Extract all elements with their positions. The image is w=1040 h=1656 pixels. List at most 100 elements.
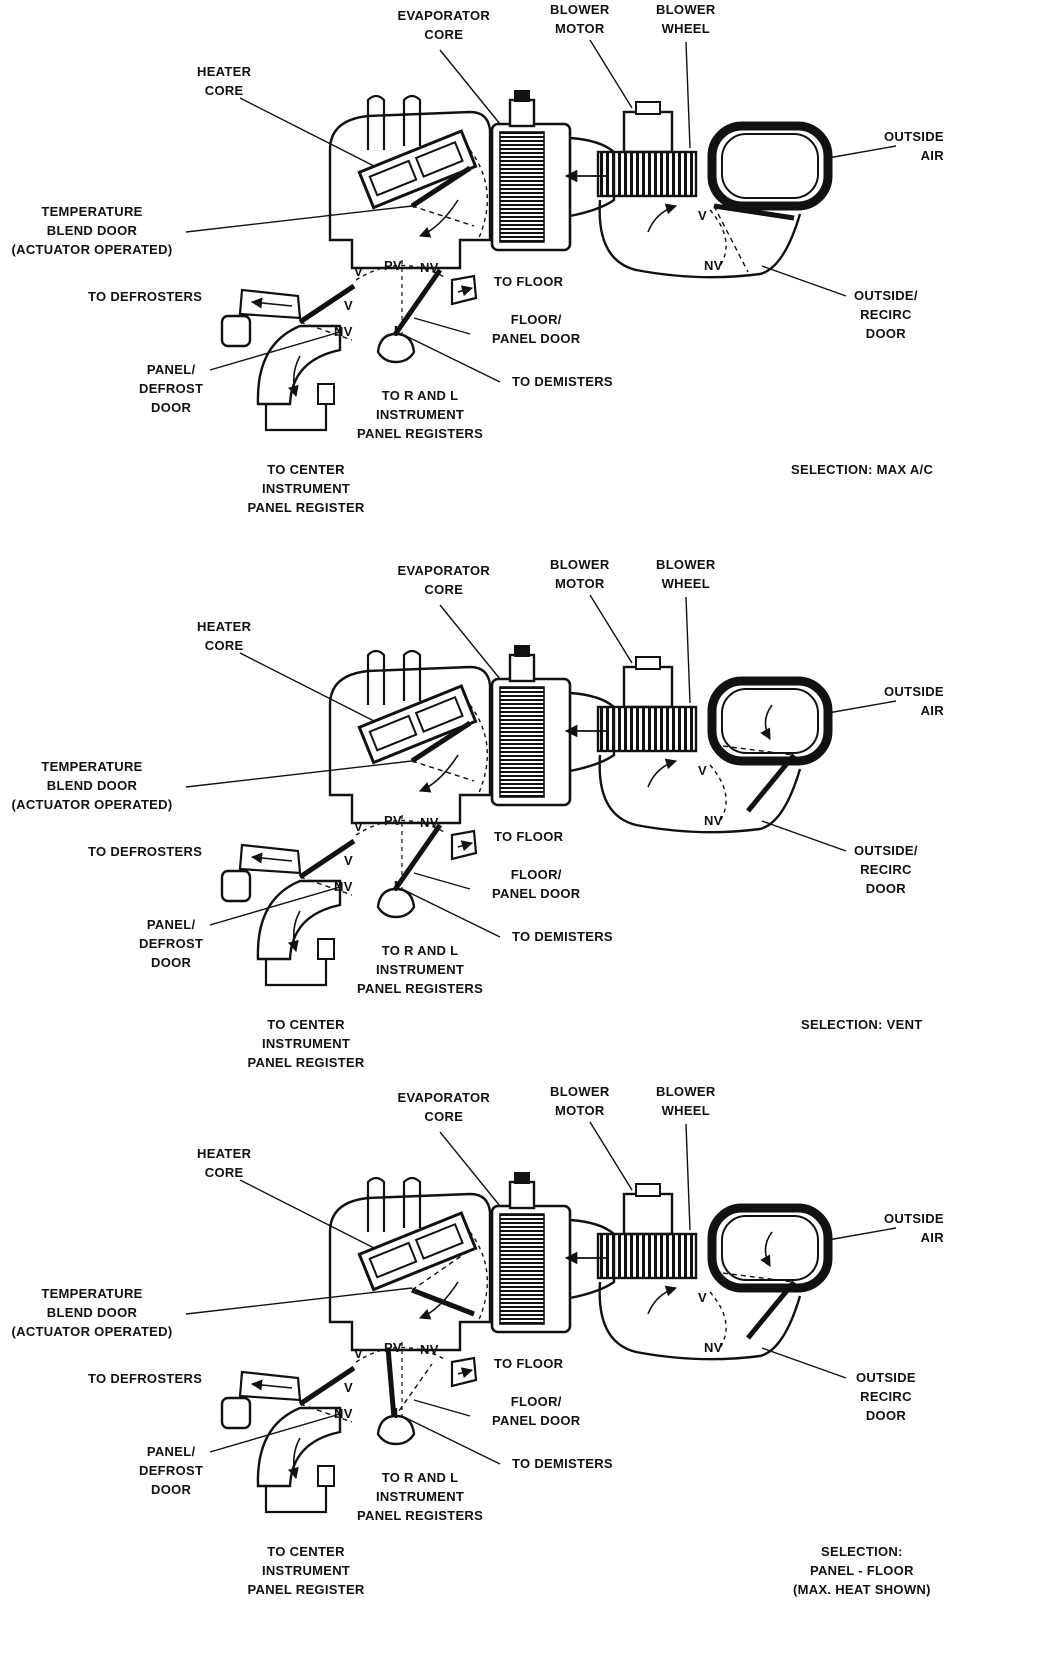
label-evaporator-core: EVAPORATOR CORE	[398, 6, 491, 44]
label-line: NV	[420, 815, 439, 830]
label-line: OUTSIDE	[884, 1211, 944, 1226]
label-line: NV	[420, 260, 439, 275]
label-line: OUTSIDE/	[854, 843, 918, 858]
label-line: MOTOR	[554, 21, 605, 36]
panel-defrost-door-leader	[209, 331, 341, 371]
heater-airflow-arrow	[418, 199, 459, 238]
heater-core-body	[357, 129, 478, 210]
label-blower-motor: BLOWER MOTOR	[550, 555, 610, 593]
panel-panel-floor	[185, 1121, 897, 1514]
outside-recirc-door-alt-position	[713, 1271, 795, 1283]
label-line: PV	[384, 1340, 402, 1355]
label-line: BLOWER	[656, 1084, 716, 1099]
label-line: PANEL REGISTERS	[357, 1508, 484, 1523]
label-line: OUTSIDE/	[854, 288, 918, 303]
floor-panel-door-alt	[393, 836, 433, 892]
label-line: PV	[384, 258, 402, 273]
label-line: EVAPORATOR	[397, 8, 491, 23]
outside-air-inlet-inner	[721, 1215, 819, 1281]
label-line: CORE	[424, 27, 464, 42]
expansion-valve	[508, 653, 536, 683]
label-line: AIR	[920, 1230, 944, 1245]
center-register-damper	[317, 1465, 335, 1487]
defroster-airflow-arrow	[250, 297, 293, 309]
label-line: CORE	[204, 638, 244, 653]
label-selection: SELECTION: VENT	[801, 1015, 923, 1034]
center-register-airflow-arrow	[287, 355, 301, 398]
distribution-swing-arc	[355, 1346, 447, 1363]
label-nv-lower: NV	[334, 322, 353, 341]
heater-airflow-arrow	[418, 754, 459, 793]
label-line: (ACTUATOR OPERATED)	[11, 1324, 173, 1339]
label-line: WHEEL	[661, 21, 711, 36]
label-v: V	[354, 262, 363, 281]
expansion-valve-cap	[514, 90, 530, 102]
label-line: TO CENTER	[267, 462, 345, 477]
label-line: MOTOR	[554, 1103, 605, 1118]
heater-core-leader	[239, 652, 375, 722]
label-nv-recirc: NV	[704, 256, 723, 275]
blower-motor-leader	[589, 1121, 633, 1191]
label-line: MOTOR	[554, 576, 605, 591]
distribution-swing-arc	[355, 264, 447, 281]
heater-core	[357, 684, 478, 765]
blower-motor-cap	[635, 101, 661, 115]
label-nv-recirc: NV	[704, 811, 723, 830]
label-to-floor: TO FLOOR	[494, 272, 563, 291]
recirc-door-swing-arc	[709, 209, 727, 267]
temp-blend-door-alt-position	[411, 1249, 471, 1291]
label-line: PANEL - FLOOR	[809, 1563, 914, 1578]
recirc-airflow-arrow	[647, 1285, 678, 1315]
label-line: TO DEMISTERS	[512, 374, 613, 389]
label-line: BLOWER	[550, 557, 610, 572]
label-line: DEFROST	[139, 381, 204, 396]
label-line: TO DEFROSTERS	[88, 289, 203, 304]
label-line: V	[698, 763, 707, 778]
label-line: INSTRUMENT	[375, 962, 465, 977]
label-line: EVAPORATOR	[397, 563, 491, 578]
label-line: CORE	[204, 1165, 244, 1180]
blower-motor-cap	[635, 1183, 661, 1197]
label-line: BLOWER	[550, 1084, 610, 1099]
floor-panel-door-leader	[413, 1399, 471, 1417]
floor-panel-door	[385, 1347, 397, 1419]
outside-air-inlet-inner	[721, 133, 819, 199]
panel-defrost-door-leader	[209, 886, 341, 926]
defroster-duct	[238, 843, 302, 875]
label-line: FLOOR/	[510, 867, 562, 882]
label-line: BLOWER	[656, 2, 716, 17]
label-line: V	[698, 1290, 707, 1305]
label-line: TO DEFROSTERS	[88, 1371, 203, 1386]
label-line: TEMPERATURE	[41, 204, 143, 219]
blend-door-swing-arc	[469, 1231, 488, 1323]
label-floor-panel-door: FLOOR/PANEL DOOR	[492, 1392, 580, 1430]
label-line: WHEEL	[661, 1103, 711, 1118]
label-line: DEFROST	[139, 1463, 204, 1478]
label-v-lower: V	[344, 1378, 353, 1397]
label-pv: PV	[384, 256, 402, 275]
blower-wheel	[596, 1232, 698, 1280]
outside-air-leader	[827, 145, 897, 159]
recirc-housing	[598, 1281, 802, 1361]
label-line: PANEL/	[146, 362, 196, 377]
blend-door-swing-arc	[469, 704, 488, 796]
distribution-swing-arc	[355, 819, 447, 836]
heater-core	[357, 1211, 478, 1292]
label-line: TEMPERATURE	[41, 1286, 143, 1301]
panel-defrost-door	[298, 283, 356, 325]
label-line: NV	[704, 258, 723, 273]
temp-blend-door-alt-position	[411, 205, 475, 227]
